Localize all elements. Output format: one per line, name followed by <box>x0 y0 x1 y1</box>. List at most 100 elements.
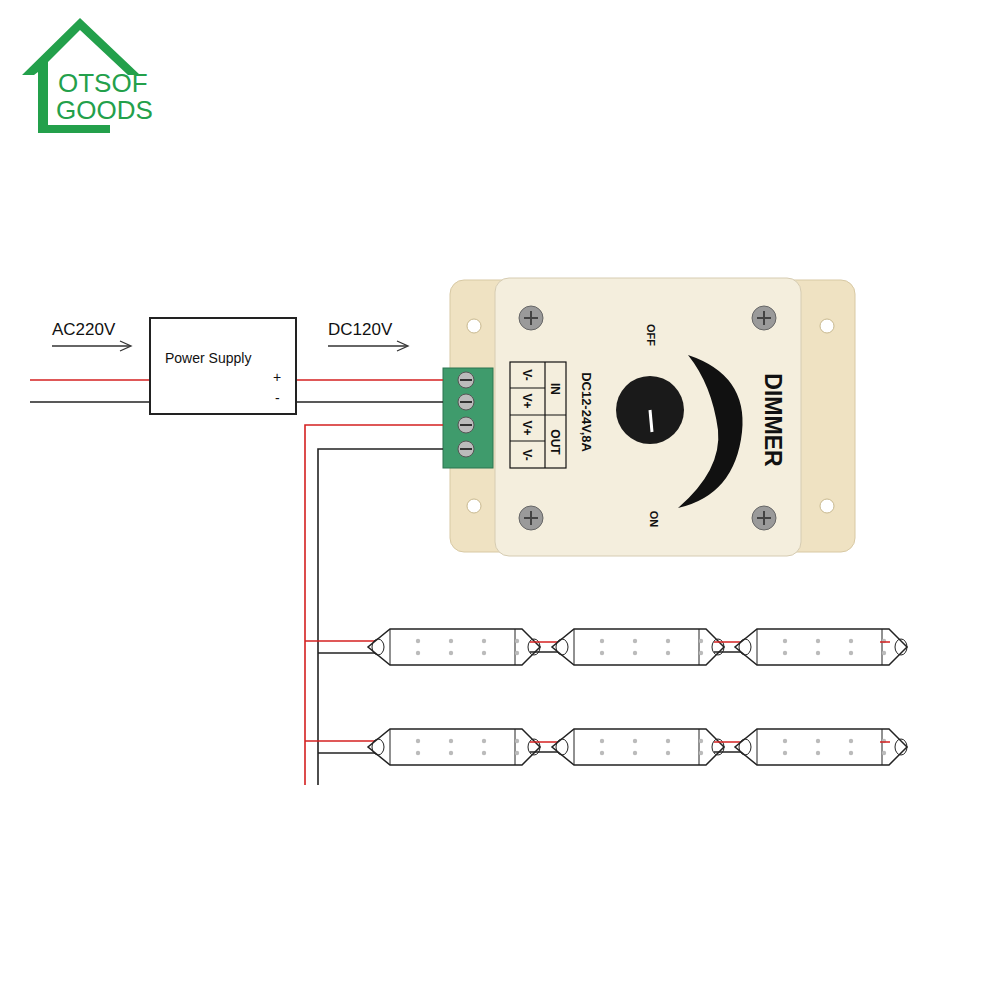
led-strip <box>735 629 907 665</box>
led-strips <box>305 629 907 765</box>
strip-divider <box>574 729 575 765</box>
strip-end <box>372 639 384 655</box>
power-supply-box: Power Supply+- <box>149 317 297 415</box>
strip-divider <box>515 729 516 765</box>
led-strip <box>735 729 907 765</box>
strip-divider <box>515 629 516 665</box>
strip-divider <box>882 729 883 765</box>
led-strip <box>368 629 540 665</box>
ac-wire <box>30 401 149 403</box>
led <box>816 639 820 643</box>
led-strip <box>552 729 724 765</box>
led <box>783 751 787 755</box>
led <box>600 639 604 643</box>
dial-mark: ON <box>648 511 659 528</box>
polarity-sign: - <box>275 391 280 405</box>
led <box>699 639 703 643</box>
led-strip <box>368 729 540 765</box>
led <box>882 751 886 755</box>
logo-text: GOODS <box>56 97 153 123</box>
led <box>666 651 670 655</box>
terminal-block <box>443 368 493 468</box>
strip-end <box>895 739 907 755</box>
strip-end <box>895 639 907 655</box>
pin-name: V- <box>521 449 533 460</box>
led <box>449 739 453 743</box>
strip-end <box>739 739 751 755</box>
pin-name: V+ <box>521 393 533 408</box>
voltage-label: DC120V <box>328 321 392 338</box>
led <box>449 751 453 755</box>
led <box>849 651 853 655</box>
strip-divider <box>882 629 883 665</box>
led <box>666 739 670 743</box>
led <box>482 751 486 755</box>
strip-end <box>739 639 751 655</box>
led <box>699 739 703 743</box>
terminal-label-grid <box>510 362 566 468</box>
led <box>600 751 604 755</box>
led <box>633 751 637 755</box>
dial-arc <box>678 355 743 508</box>
led <box>416 751 420 755</box>
ac-wire <box>30 379 149 381</box>
led <box>783 739 787 743</box>
led <box>633 639 637 643</box>
terminal-group: OUT <box>549 429 561 454</box>
led <box>783 639 787 643</box>
rating-label: DC12-24V,8A <box>580 372 593 452</box>
led <box>515 751 519 755</box>
strip-end <box>556 739 568 755</box>
strip-link <box>880 641 890 643</box>
polarity-sign: + <box>273 370 281 384</box>
led <box>816 751 820 755</box>
dc-wire <box>297 379 443 381</box>
strip-divider <box>757 729 758 765</box>
led <box>600 739 604 743</box>
strip-divider <box>390 729 391 765</box>
led <box>633 651 637 655</box>
device-name: DIMMER <box>761 373 784 466</box>
dc-wire <box>297 401 443 403</box>
led <box>449 639 453 643</box>
led <box>482 639 486 643</box>
dial-mark: OFF <box>645 324 656 346</box>
led <box>849 639 853 643</box>
strip-end <box>556 639 568 655</box>
led <box>666 751 670 755</box>
led <box>816 651 820 655</box>
led <box>515 739 519 743</box>
terminal-screws <box>458 372 474 457</box>
strip-divider <box>574 629 575 665</box>
led <box>699 751 703 755</box>
led <box>416 739 420 743</box>
led <box>449 651 453 655</box>
voltage-label: AC220V <box>52 321 115 338</box>
led <box>515 651 519 655</box>
pin-name: V+ <box>521 420 533 435</box>
strip-divider <box>757 629 758 665</box>
led <box>633 739 637 743</box>
led <box>482 739 486 743</box>
strip-divider <box>390 629 391 665</box>
led <box>783 651 787 655</box>
led <box>600 651 604 655</box>
led <box>816 739 820 743</box>
led <box>416 639 420 643</box>
led <box>699 651 703 655</box>
led <box>666 639 670 643</box>
logo-text: OTSOF <box>58 70 148 96</box>
led <box>849 739 853 743</box>
strip-divider <box>699 729 700 765</box>
strip-end <box>372 739 384 755</box>
pin-name: V- <box>521 369 533 380</box>
led <box>416 651 420 655</box>
led-strip <box>552 629 724 665</box>
strip-link <box>880 741 890 743</box>
led <box>482 651 486 655</box>
dimmer-face <box>495 278 801 556</box>
led <box>882 651 886 655</box>
screws <box>519 306 776 530</box>
